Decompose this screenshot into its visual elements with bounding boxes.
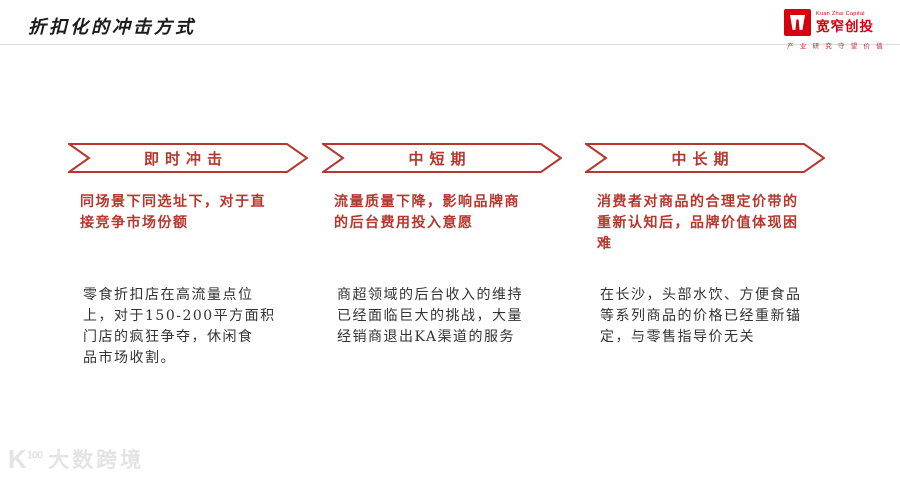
header-divider (0, 44, 900, 45)
column-mid-long-term: 中长期 消费者对商品的合理定价带的 重新认知后，品牌价值体现困 难 在长沙，头部… (585, 143, 825, 433)
column-header: 即时冲击 (143, 149, 228, 168)
kuanzhai-gate-icon (784, 9, 811, 36)
column-body-text: 商超领域的后台收入的维持 已经面临巨大的挑战，大量 经销商退出KA渠道的服务 (337, 287, 523, 345)
column-highlight-text: 消费者对商品的合理定价带的 重新认知后，品牌价值体现困 难 (597, 194, 799, 252)
arrow-banner: 即时冲击 (68, 143, 308, 173)
column-highlight-text: 同场景下同选址下，对于直 接竞争市场份额 (80, 194, 266, 231)
arrow-banner: 中长期 (585, 143, 825, 173)
watermark-brand-text: 大数跨境 (48, 448, 145, 472)
column-highlight-text: 流量质量下降，影响品牌商 的后台费用投入意愿 (334, 194, 520, 231)
arrow-banner: 中短期 (322, 143, 562, 173)
column-mid-short-term: 中短期 流量质量下降，影响品牌商 的后台费用投入意愿 商超领域的后台收入的维持 … (322, 143, 562, 433)
logo-name-cn: 宽窄创投 (816, 18, 874, 34)
company-logo: Kuan Zhai Capital 宽窄创投 产 业 研 究 守 望 价 值 (784, 9, 888, 50)
logo-name-en: Kuan Zhai Capital (816, 11, 865, 17)
arrow-banner-shape (68, 143, 308, 173)
page-title: 折扣化的冲击方式 (28, 17, 196, 38)
logo-tagline: 产 业 研 究 守 望 价 值 (787, 43, 885, 50)
column-header: 中短期 (408, 149, 472, 168)
column-immediate-impact: 即时冲击 同场景下同选址下，对于直 接竞争市场份额 零食折扣店在高流量点位 上，… (68, 143, 308, 433)
column-body-text: 在长沙，头部水饮、方便食品 等系列商品的价格已经重新锚 定，与零售指导价无关 (600, 287, 802, 345)
column-header: 中长期 (671, 149, 735, 168)
column-body-text: 零食折扣店在高流量点位 上，对于150-200平方面积 门店的疯狂争夺，休闲食 … (83, 287, 276, 366)
watermark-k100-icon: K100 (8, 444, 43, 474)
arrow-banner-shape (322, 143, 562, 173)
arrow-banner-shape (585, 143, 825, 173)
watermark-dashu-cross-border: K100 大数跨境 (8, 446, 144, 472)
